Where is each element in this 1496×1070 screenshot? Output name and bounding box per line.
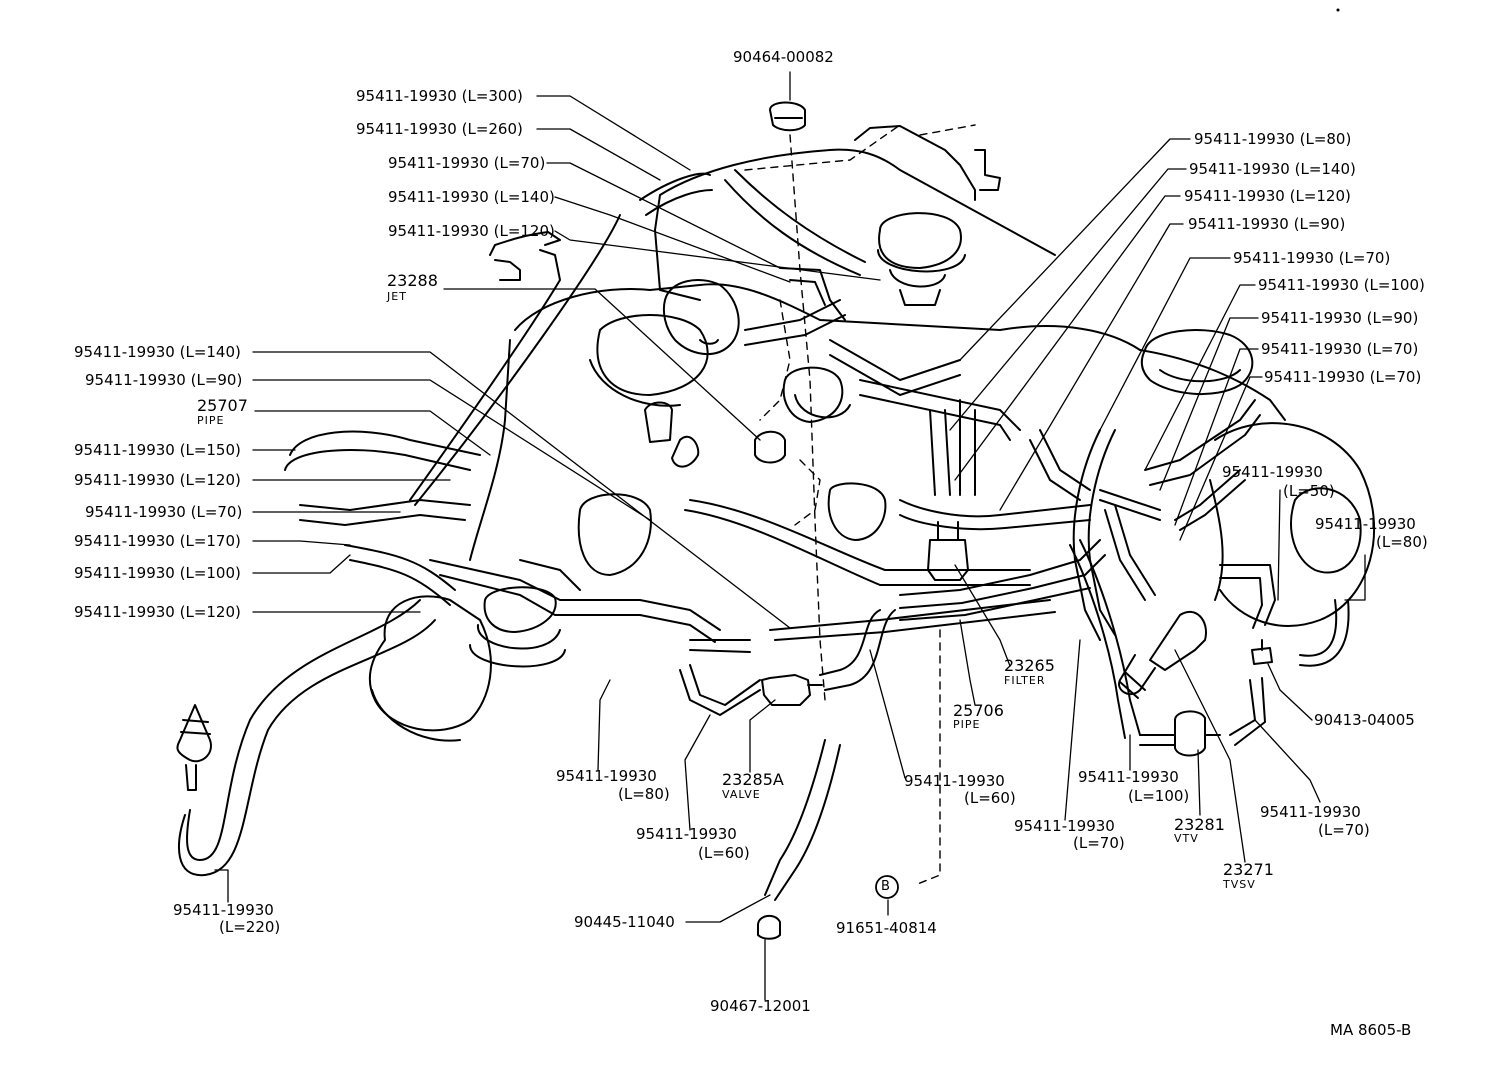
label-hose-l80-right: 95411-19930 (L=80) xyxy=(1194,130,1352,148)
jet-23288 xyxy=(754,430,786,464)
label-hose-l120-right: 95411-19930 (L=120) xyxy=(1184,187,1351,205)
label-hose-l300: 95411-19930 (L=300) xyxy=(356,87,523,105)
label-90413-04005: 90413-04005 xyxy=(1314,711,1415,729)
label-hose-l120-left: 95411-19930 (L=120) xyxy=(74,471,241,489)
label-hose-l100-bottom-len: (L=100) xyxy=(1128,787,1190,805)
label-hose-l150: 95411-19930 (L=150) xyxy=(74,441,241,459)
label-hose-l90-right: 95411-19930 (L=90) xyxy=(1188,215,1346,233)
label-hose-l260: 95411-19930 (L=260) xyxy=(356,120,523,138)
label-hose-l90-left: 95411-19930 (L=90) xyxy=(85,371,243,389)
label-hose-l170: 95411-19930 (L=170) xyxy=(74,532,241,550)
label-hose-l80-far-right-num: 95411-19930 xyxy=(1315,515,1416,533)
vtv-23281 xyxy=(1174,710,1221,757)
valve-23285a xyxy=(761,674,823,706)
label-hose-l220-len: (L=220) xyxy=(219,918,281,936)
vacuum-tee-90413 xyxy=(1251,639,1273,665)
label-90467-12001: 90467-12001 xyxy=(710,997,811,1015)
label-hose-l50-len: (L=50) xyxy=(1283,482,1335,500)
engine-block xyxy=(368,283,1375,742)
label-hose-l100-left: 95411-19930 (L=100) xyxy=(74,564,241,582)
label-25706: 25706 xyxy=(953,701,1004,720)
label-hose-l140-right: 95411-19930 (L=140) xyxy=(1189,160,1356,178)
label-23271: 23271 xyxy=(1223,860,1274,879)
tvsv-23271 xyxy=(1118,610,1207,699)
label-hose-l120-lower: 95411-19930 (L=120) xyxy=(74,603,241,621)
vacuum-hoses xyxy=(178,169,1350,901)
label-hose-l60-bottom-num: 95411-19930 xyxy=(636,825,737,843)
filter-23265 xyxy=(927,521,969,581)
label-hose-l60-mid-num: 95411-19930 xyxy=(904,772,1005,790)
clip-90464 xyxy=(769,101,806,132)
label-tvsv: TVSV xyxy=(1223,878,1256,891)
label-diagram-reference: MA 8605-B xyxy=(1330,1021,1412,1039)
vsv-canister-left xyxy=(469,401,887,668)
leader-lines xyxy=(214,71,1366,1001)
label-hose-l70-right-2: 95411-19930 (L=70) xyxy=(1261,340,1419,358)
label-90445-11040: 90445-11040 xyxy=(574,913,675,931)
label-hose-l50-num: 95411-19930 xyxy=(1222,463,1323,481)
label-pipe-25707: PIPE xyxy=(197,414,225,427)
label-hose-l70-top: 95411-19930 (L=70) xyxy=(388,154,546,172)
label-23265: 23265 xyxy=(1004,656,1055,675)
label-hose-l70-left: 95411-19930 (L=70) xyxy=(85,503,243,521)
marker-b-circle xyxy=(875,875,899,899)
label-23281: 23281 xyxy=(1174,815,1225,834)
label-hose-l100-right: 95411-19930 (L=100) xyxy=(1258,276,1425,294)
label-hose-l140-top: 95411-19930 (L=140) xyxy=(388,188,555,206)
vacuum-pipes xyxy=(409,214,1161,643)
label-jet: JET xyxy=(387,290,407,303)
air-cleaner-housing xyxy=(654,125,1254,423)
label-hose-l60-mid-len: (L=60) xyxy=(964,789,1016,807)
label-hose-l80-bottom-len: (L=80) xyxy=(618,785,670,803)
label-hose-l70-lower-right-len: (L=70) xyxy=(1318,821,1370,839)
corner-dot xyxy=(1336,8,1340,12)
label-hose-l220-num: 95411-19930 xyxy=(173,901,274,919)
label-valve: VALVE xyxy=(722,788,761,801)
label-hose-l140-left: 95411-19930 (L=140) xyxy=(74,343,241,361)
label-hose-l100-bottom-num: 95411-19930 xyxy=(1078,768,1179,786)
label-91651-40814: 91651-40814 xyxy=(836,919,937,937)
label-23288: 23288 xyxy=(387,271,438,290)
check-fitting-lower-left xyxy=(176,704,212,791)
label-filter: FILTER xyxy=(1004,674,1046,687)
label-hose-l70-lower-right-num: 95411-19930 xyxy=(1260,803,1361,821)
label-pipe-25706: PIPE xyxy=(953,718,981,731)
label-hose-l70-right-1: 95411-19930 (L=70) xyxy=(1233,249,1391,267)
clamp-90467 xyxy=(757,914,781,940)
label-hose-l80-bottom-num: 95411-19930 xyxy=(556,767,657,785)
label-hose-l80-far-right-len: (L=80) xyxy=(1376,533,1428,551)
label-hose-l70-bottom-num: 95411-19930 xyxy=(1014,817,1115,835)
label-hose-l70-bottom-len: (L=70) xyxy=(1073,834,1125,852)
label-hose-l120-top: 95411-19930 (L=120) xyxy=(388,222,555,240)
label-marker-b: B xyxy=(881,879,890,894)
label-23285a: 23285A xyxy=(722,770,784,789)
label-25707: 25707 xyxy=(197,396,248,415)
dashed-reference-lines xyxy=(744,124,976,886)
label-hose-l70-right-3: 95411-19930 (L=70) xyxy=(1264,368,1422,386)
label-90464-00082: 90464-00082 xyxy=(733,48,834,66)
label-hose-l60-bottom-len: (L=60) xyxy=(698,844,750,862)
label-vtv: VTV xyxy=(1174,832,1199,845)
label-hose-l90-right-2: 95411-19930 (L=90) xyxy=(1261,309,1419,327)
